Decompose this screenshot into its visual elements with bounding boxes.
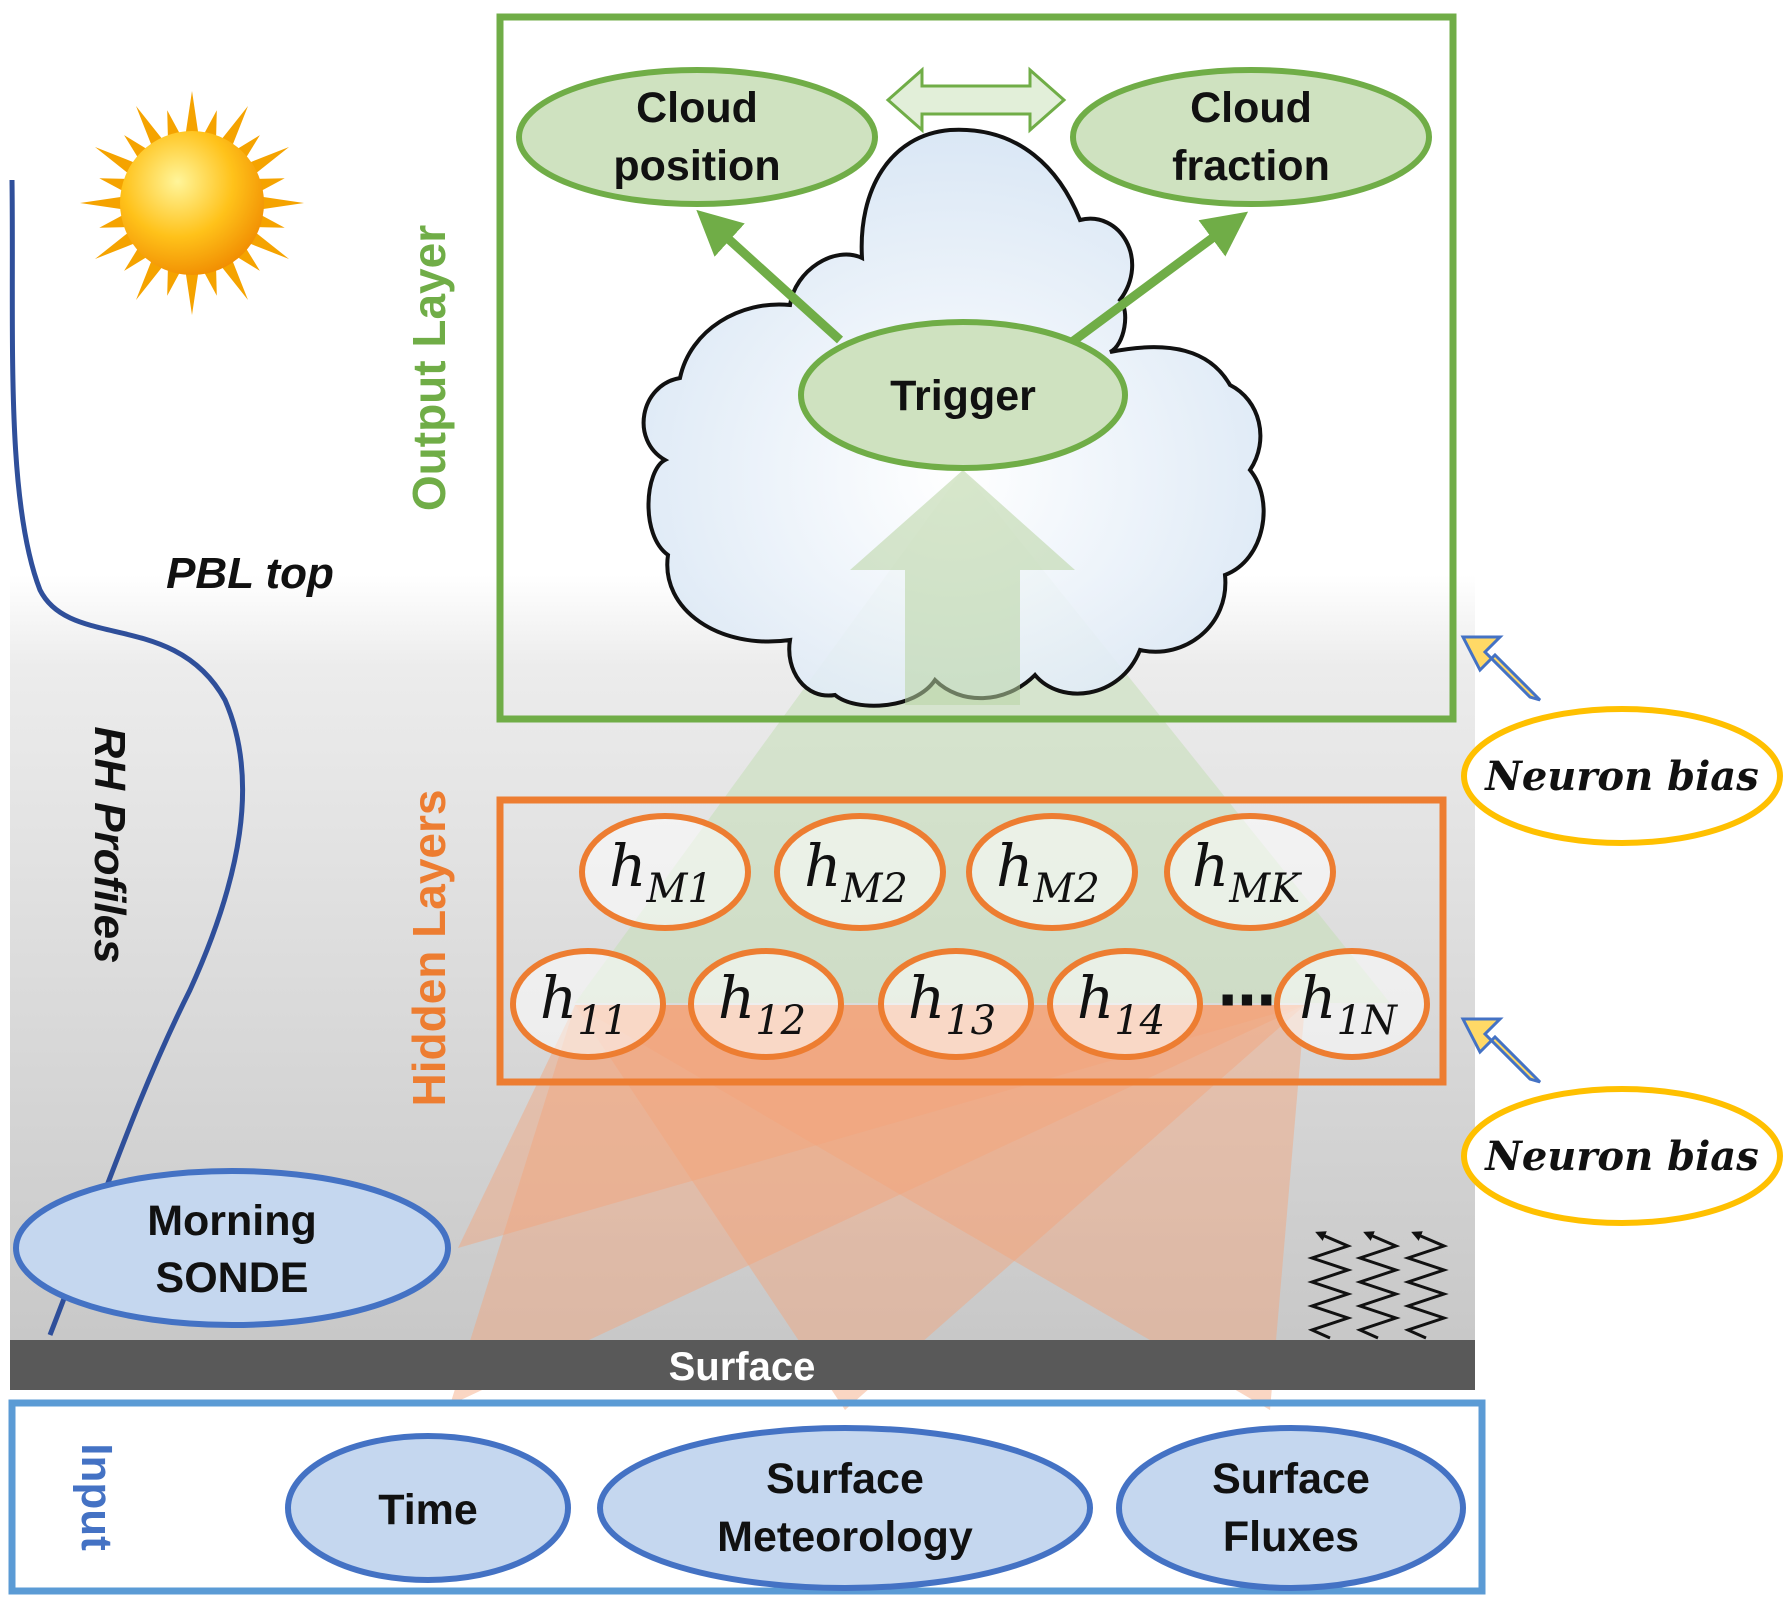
sun-ray <box>257 178 285 191</box>
neuron-label: h13 <box>908 964 996 1044</box>
input-time-node: Time <box>285 1433 571 1583</box>
hidden-neuron-m1: hM1 <box>579 813 751 931</box>
sun-ray <box>185 272 199 315</box>
neuron-bias-bottom-label: Neuron bias <box>1483 1133 1758 1180</box>
neuron-bias-top-label: Neuron bias <box>1483 753 1758 800</box>
neuron-label: hM2 <box>996 832 1100 912</box>
trigger-to-position-arrow <box>696 209 844 344</box>
hidden-neuron-13: h13 <box>878 948 1034 1060</box>
neuron-label: h11 <box>540 964 628 1044</box>
output-layer-box <box>496 13 1457 723</box>
rh-profile-line <box>9 179 246 1336</box>
surface-meteorology-line1: Surface <box>766 1455 924 1503</box>
sun-ray <box>261 196 304 210</box>
cloud-position-line1: Cloud <box>636 84 758 132</box>
sun-ray <box>80 196 123 210</box>
trigger-to-fraction-arrow <box>1069 211 1249 346</box>
surface-label: Surface <box>669 1345 816 1389</box>
heat-flux-icon <box>1307 1231 1449 1340</box>
input-connection-fans <box>450 1005 1305 1410</box>
morning-sonde-line2: SONDE <box>156 1254 309 1302</box>
cloud-position-line2: position <box>613 142 780 190</box>
hidden-layers-box <box>496 796 1447 1086</box>
trigger-label: Trigger <box>890 372 1036 420</box>
sun-ray <box>221 106 248 146</box>
sun-ray <box>204 268 217 296</box>
input-box <box>8 1399 1486 1595</box>
input-surface-fluxes-node: Surface Fluxes <box>1116 1425 1466 1591</box>
hidden-neuron-1n: h1N <box>1274 948 1430 1060</box>
sun-ray <box>136 106 163 146</box>
cloud-fraction-node: Cloud fraction <box>1070 67 1432 207</box>
surface-fluxes-line1: Surface <box>1212 1455 1370 1503</box>
neuron-label: hMK <box>1192 832 1302 912</box>
neuron-label: hM1 <box>609 832 713 912</box>
pbl-top-label: PBL top <box>166 549 334 598</box>
sun-ray <box>136 260 163 300</box>
hidden-neuron-12: h12 <box>688 948 844 1060</box>
sun-ray <box>95 232 135 259</box>
neuron-bias-bottom-node: Neuron bias <box>1461 1086 1783 1226</box>
hidden-neuron-14: h14 <box>1047 948 1203 1060</box>
sun-ray <box>249 147 289 174</box>
sun-icon <box>80 91 304 315</box>
surface-meteorology-line2: Meteorology <box>717 1513 973 1561</box>
surface-fluxes-line2: Fluxes <box>1223 1513 1359 1561</box>
rh-profiles-label: RH Profiles <box>85 726 134 963</box>
output-layer-title: Output Layer <box>403 225 455 511</box>
neuron-label: h14 <box>1077 964 1165 1044</box>
sun-ray <box>99 178 127 191</box>
neuron-label: h12 <box>718 964 806 1044</box>
neuron-label: hM2 <box>804 832 908 912</box>
bias-arrow-icon-top <box>1460 635 1542 702</box>
sun-ray <box>167 268 180 296</box>
surface-bar <box>10 1340 1475 1390</box>
trigger-node: Trigger <box>798 319 1128 471</box>
neuron-label: h1N <box>1299 964 1399 1044</box>
hidden-neuron-11: h11 <box>510 948 666 1060</box>
hidden-layers-title: Hidden Layers <box>403 790 455 1107</box>
sun-ray <box>167 110 180 138</box>
hidden-neuron-m2: hM2 <box>774 813 946 931</box>
sun-ray <box>99 215 127 228</box>
input-title: Input <box>72 1443 121 1551</box>
hidden-ellipsis: ⋯ <box>1218 968 1276 1033</box>
input-time-label: Time <box>378 1486 478 1534</box>
cloud-up-arrow <box>850 470 1075 705</box>
sun-ray <box>95 147 135 174</box>
sun-ray <box>185 91 199 134</box>
morning-sonde-node: Morning SONDE <box>13 1168 451 1328</box>
sun-ray <box>204 110 217 138</box>
morning-sonde-line1: Morning <box>147 1197 317 1245</box>
neuron-bias-top-node: Neuron bias <box>1461 706 1783 846</box>
sun-ray <box>221 260 248 300</box>
input-surface-meteorology-node: Surface Meteorology <box>597 1425 1093 1591</box>
double-arrow-icon <box>885 66 1067 134</box>
cloud-fraction-line1: Cloud <box>1190 84 1312 132</box>
bias-arrow-icon-bottom <box>1460 1017 1542 1084</box>
cloud-position-node: Cloud position <box>516 67 878 207</box>
sun-ray <box>257 215 285 228</box>
cloud-fraction-line2: fraction <box>1172 142 1330 190</box>
hidden-neuron-mk: hMK <box>1164 813 1336 931</box>
hidden-neuron-m2: hM2 <box>966 813 1138 931</box>
sun-ray <box>249 232 289 259</box>
